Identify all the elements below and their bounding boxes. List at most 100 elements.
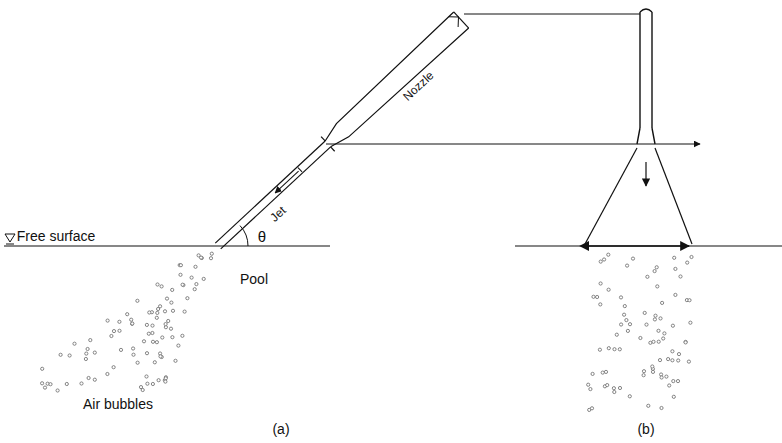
- air-bubble: [85, 352, 88, 355]
- air-bubble: [618, 348, 621, 351]
- air-bubble: [157, 379, 160, 382]
- label: Pool: [240, 272, 268, 286]
- air-bubble: [613, 348, 616, 351]
- air-bubble: [643, 311, 646, 314]
- air-bubble: [131, 322, 134, 325]
- air-bubble: [155, 316, 158, 319]
- air-bubble: [190, 276, 193, 279]
- air-bubble: [661, 301, 664, 304]
- air-bubble: [651, 370, 654, 373]
- air-bubble: [690, 255, 693, 258]
- air-bubble: [642, 374, 645, 377]
- air-bubble: [59, 353, 62, 356]
- air-bubble: [689, 321, 692, 324]
- label: Free surface: [17, 229, 96, 243]
- air-bubble: [658, 359, 661, 362]
- air-bubble: [151, 331, 154, 334]
- air-bubble: [606, 384, 609, 387]
- air-bubble: [673, 256, 676, 259]
- air-bubble: [676, 380, 679, 383]
- air-bubble: [657, 329, 660, 332]
- air-bubble: [194, 265, 197, 268]
- air-bubble: [626, 264, 629, 267]
- air-bubble: [677, 359, 680, 362]
- air-bubble: [195, 283, 198, 286]
- air-bubble: [153, 361, 156, 364]
- air-bubble: [148, 311, 151, 314]
- air-bubbles: [41, 252, 694, 411]
- air-bubble: [86, 347, 89, 350]
- air-bubble: [182, 284, 185, 287]
- air-bubble: [200, 256, 203, 259]
- water-level-symbol: [5, 234, 15, 242]
- air-bubble: [126, 313, 129, 316]
- air-bubble: [598, 348, 601, 351]
- air-bubble: [118, 320, 121, 323]
- air-bubble: [167, 319, 170, 322]
- air-bubble: [663, 332, 666, 335]
- label: (a): [272, 422, 289, 436]
- air-bubble: [89, 339, 92, 342]
- air-bubble: [599, 260, 602, 263]
- air-bubble: [684, 340, 687, 343]
- air-bubble: [607, 253, 610, 256]
- air-bubble: [631, 257, 634, 260]
- air-bubble: [665, 375, 668, 378]
- air-bubble: [607, 347, 610, 350]
- air-bubble: [179, 273, 182, 276]
- air-bubble: [41, 367, 44, 370]
- projection-line: [464, 14, 640, 15]
- air-bubble: [145, 375, 148, 378]
- air-bubble: [136, 299, 139, 302]
- air-bubble: [159, 305, 162, 308]
- air-bubble: [151, 324, 154, 327]
- air-bubble: [604, 370, 607, 373]
- air-bubble: [151, 382, 154, 385]
- air-bubble: [623, 305, 626, 308]
- air-bubble: [674, 267, 677, 270]
- free-surface-line: [4, 245, 330, 246]
- vertical-nozzle: [585, 9, 692, 244]
- air-bubble: [65, 382, 68, 385]
- air-bubble: [686, 261, 689, 264]
- air-bubble: [110, 334, 113, 337]
- air-bubble: [687, 360, 690, 363]
- projection-line: [326, 144, 700, 145]
- air-bubble: [662, 337, 665, 340]
- air-bubble: [620, 323, 623, 326]
- air-bubble: [93, 378, 96, 381]
- air-bubble: [672, 395, 675, 398]
- air-bubble: [181, 283, 184, 286]
- air-bubble: [73, 342, 76, 345]
- air-bubble: [156, 283, 159, 286]
- label: Jet: [268, 204, 288, 224]
- air-bubble: [112, 366, 115, 369]
- air-bubble: [142, 340, 145, 343]
- air-bubble: [613, 390, 616, 393]
- air-bubble: [161, 336, 164, 339]
- air-bubble: [87, 376, 90, 379]
- air-bubble: [163, 310, 166, 313]
- water-level-symbol: [6, 244, 14, 245]
- air-bubble: [645, 323, 648, 326]
- air-bubble: [625, 319, 628, 322]
- air-bubble: [159, 355, 162, 358]
- air-bubble: [623, 313, 626, 316]
- air-bubble: [655, 266, 658, 269]
- air-bubble: [599, 282, 602, 285]
- air-bubble: [587, 383, 590, 386]
- air-bubble: [112, 330, 115, 333]
- label: θ: [258, 229, 266, 244]
- label: Air bubbles: [83, 397, 153, 411]
- air-bubble: [603, 258, 606, 261]
- air-bubble: [41, 382, 44, 385]
- air-bubble: [672, 380, 675, 383]
- air-bubble: [590, 407, 593, 410]
- air-bubble: [618, 386, 621, 389]
- air-bubble: [210, 252, 213, 255]
- inclined-jet: [211, 12, 469, 254]
- air-bubble: [141, 388, 144, 391]
- air-bubble: [202, 277, 205, 280]
- air-bubble: [615, 333, 618, 336]
